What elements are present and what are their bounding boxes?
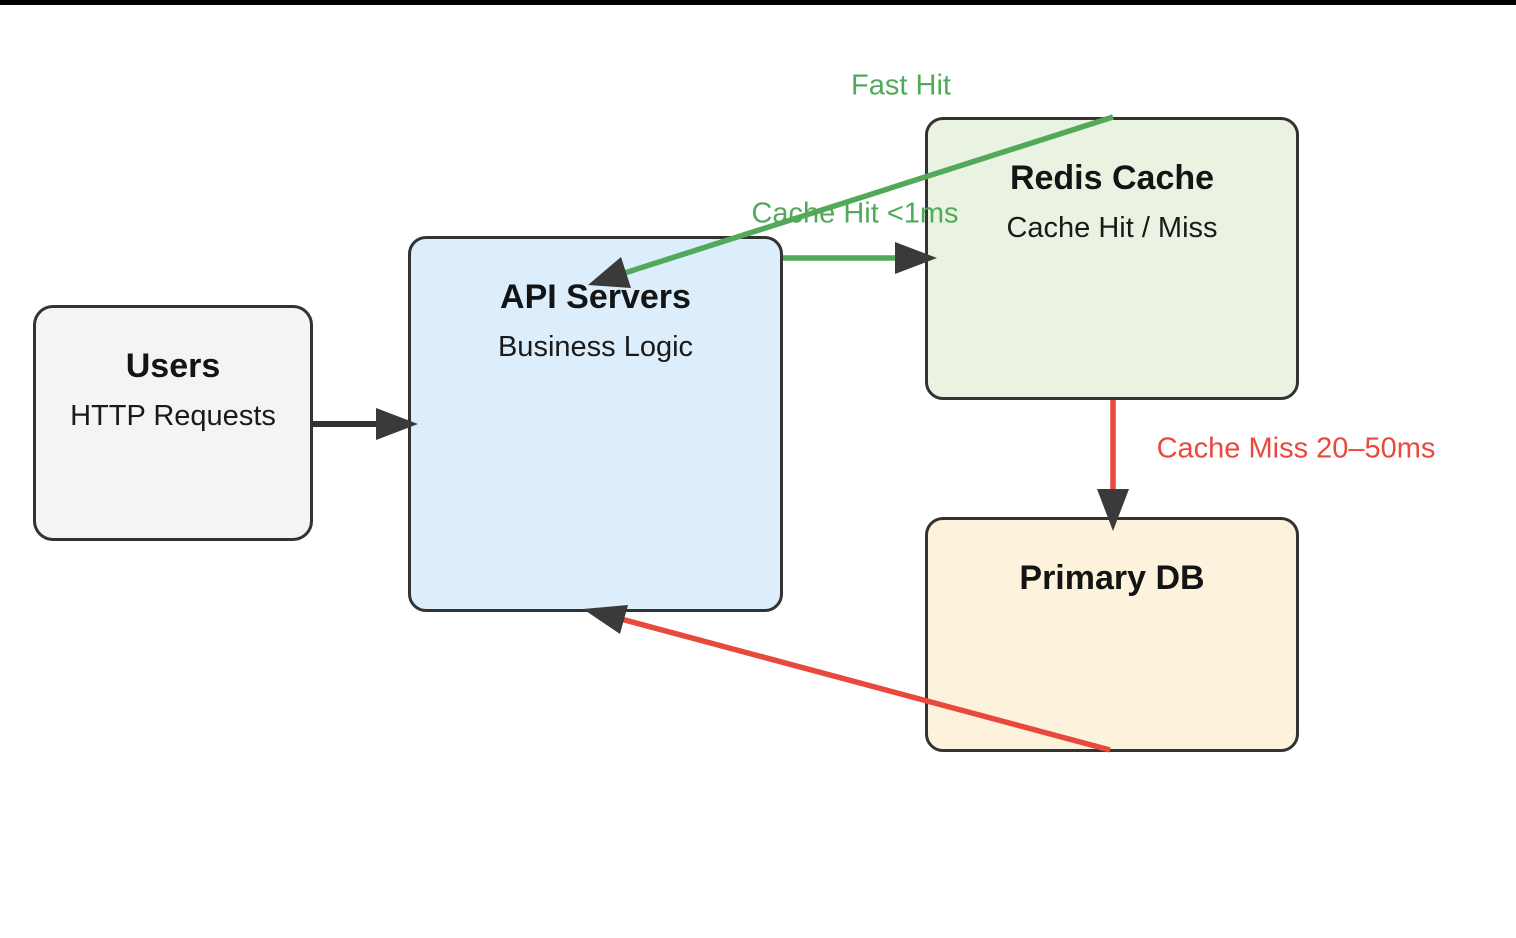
edge-label-fast-hit: Fast Hit [851,69,951,102]
edge-label-cache-hit: Cache Hit <1ms [751,197,959,230]
node-primary-db-title: Primary DB [1019,559,1205,597]
node-primary-db: Primary DB [925,517,1299,752]
node-api-servers-subtitle: Business Logic [497,331,694,363]
node-redis-cache-title: Redis Cache [1009,159,1215,197]
node-users: Users HTTP Requests [33,305,313,541]
node-api-servers: API Servers Business Logic [408,236,783,612]
edge-label-cache-miss: Cache Miss 20–50ms [1156,432,1436,465]
node-users-subtitle: HTTP Requests [70,400,276,432]
node-redis-cache: Redis Cache Cache Hit / Miss [925,117,1299,400]
node-users-title: Users [125,347,221,385]
top-border-bar [0,0,1516,5]
node-api-servers-title: API Servers [500,278,691,316]
node-redis-cache-subtitle: Cache Hit / Miss [1006,212,1218,244]
